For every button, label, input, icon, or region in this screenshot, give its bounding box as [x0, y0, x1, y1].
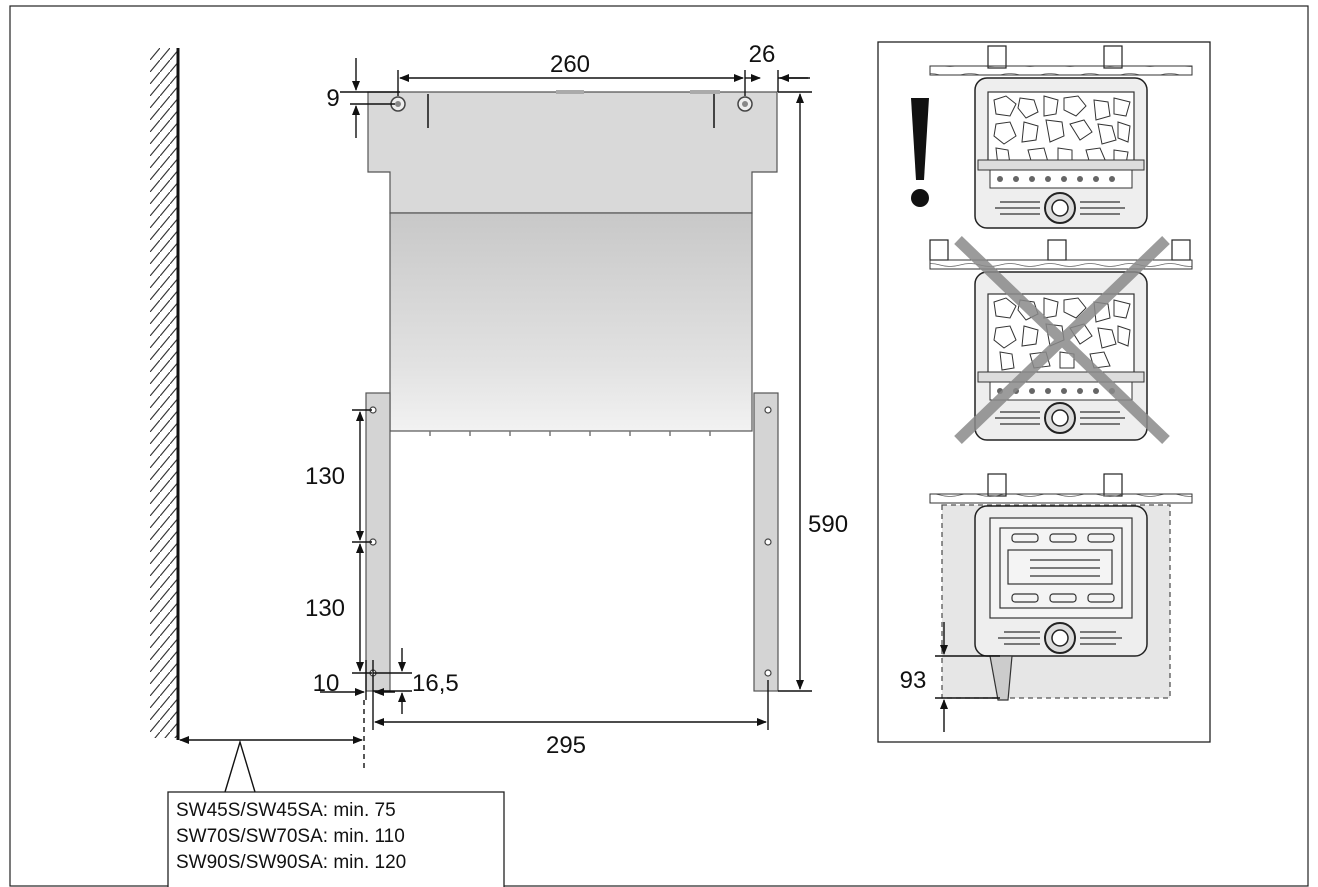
heater-clearance-view: 93: [900, 473, 1193, 732]
dim-bottom-hole-offset: 16,5: [412, 670, 459, 697]
dim-leg-hole-upper: 130: [305, 463, 345, 490]
dim-right-offset: 26: [749, 41, 776, 68]
page-frame: [9, 5, 1309, 887]
heater-top-view-wrong: [929, 239, 1193, 441]
dim-leg-hole-lower: 130: [305, 595, 345, 622]
dimension-lines: [179, 58, 812, 793]
clearance-row: SW90S/SW90SA: min. 120: [176, 852, 406, 873]
dim-leg-edge-offset: 10: [313, 670, 340, 697]
wall: [150, 48, 180, 740]
bracket-heat-shield: [389, 212, 753, 432]
heater-top-view-correct: [929, 45, 1193, 229]
prohibited-cross-icon: [954, 236, 1170, 444]
dim-bottom-clearance: 93: [900, 667, 927, 694]
warning-exclamation-icon: [911, 98, 929, 207]
clearance-row: SW70S/SW70SA: min. 110: [176, 826, 405, 847]
clearance-table: SW45S/SW45SA: min. 75 SW70S/SW70SA: min.…: [167, 791, 505, 887]
dim-total-height: 590: [808, 511, 848, 538]
dim-leg-spacing: 295: [546, 732, 586, 759]
dim-top-hole-offset: 9: [326, 85, 339, 112]
bracket-top-plate: [367, 91, 778, 214]
mounting-bracket: [365, 90, 779, 692]
clearance-row: SW45S/SW45SA: min. 75: [176, 800, 396, 821]
dim-hole-spacing: 260: [550, 51, 590, 78]
